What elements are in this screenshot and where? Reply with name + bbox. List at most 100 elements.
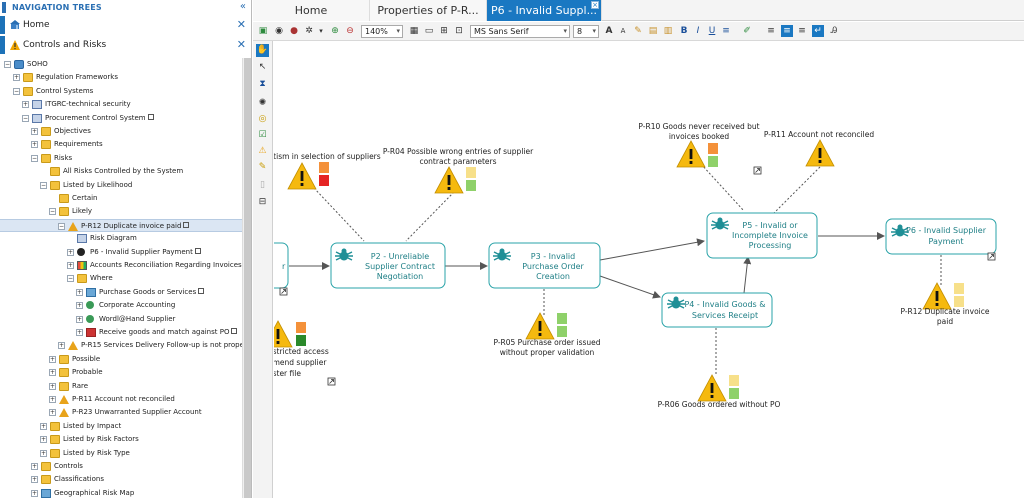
bug-icon[interactable]: ✺ [258, 98, 267, 108]
link-icon[interactable] [753, 166, 762, 175]
refresh-dropdown-icon[interactable]: ▾ [319, 27, 323, 35]
check-icon[interactable]: ☑ [258, 130, 267, 140]
hourglass-icon[interactable]: ⧗ [259, 79, 266, 89]
tree-item[interactable]: +Regulation Frameworks [0, 71, 242, 84]
link-icon[interactable] [194, 247, 201, 254]
collapse-icon[interactable]: − [31, 154, 38, 162]
link-icon[interactable] [147, 113, 154, 120]
risk-r12[interactable]: P-R12 Duplicate invoice paid [900, 282, 990, 326]
risk-r06[interactable]: P-R06 Goods ordered without PO [658, 374, 781, 409]
tree-item[interactable]: +ITGRC-technical security [0, 98, 242, 111]
tree-item[interactable]: +Controls [0, 460, 242, 473]
fill-color-icon[interactable]: ▤ [648, 26, 658, 36]
expand-icon[interactable]: + [67, 262, 74, 269]
align-left-icon[interactable]: ≡ [767, 26, 775, 36]
expand-icon[interactable]: + [22, 101, 29, 109]
risk-r05[interactable]: P-R05 Purchase order issued without prop… [493, 312, 601, 357]
fit-width-icon[interactable]: ⊞ [440, 26, 448, 36]
tree-item[interactable]: −P-R12 Duplicate invoice paid [0, 218, 242, 232]
globe-icon[interactable]: ● [290, 26, 298, 36]
risk-restricted-access[interactable]: estricted access amend supplier aster fi… [274, 320, 336, 386]
select-all-icon[interactable]: ⊡ [455, 26, 463, 36]
process-node-p3[interactable]: P3 - Invalid Purchase Order Creation [488, 242, 601, 289]
link-icon[interactable] [198, 287, 205, 294]
line-color-icon[interactable]: ▥ [663, 26, 673, 36]
tree-item[interactable]: −Listed by Likelihood [0, 179, 242, 192]
risk-r10[interactable]: P-R10 Goods never received but invoices … [638, 122, 762, 175]
close-tab-icon[interactable]: × [591, 1, 599, 9]
wrap-text-icon[interactable]: ↵ [812, 25, 824, 37]
tree-item[interactable]: −Where [0, 272, 242, 285]
tree-item[interactable]: Risk Diagram [0, 232, 242, 245]
expand-icon[interactable]: + [31, 489, 38, 497]
zoom-in-icon[interactable]: ⊕ [331, 26, 339, 36]
risk-favoritism[interactable]: ritism in selection of suppliers [274, 152, 381, 190]
collapse-panel-icon[interactable]: « [239, 1, 246, 12]
tree-item[interactable]: −Risks [0, 152, 242, 165]
tab-properties[interactable]: Properties of P-R... [370, 0, 487, 21]
link-icon[interactable] [231, 328, 238, 334]
tree-item[interactable]: +Probable [0, 366, 242, 379]
expand-icon[interactable]: + [58, 342, 65, 350]
section-controls-and-risks[interactable]: Controls and Risks ✕ [0, 36, 251, 54]
expand-icon[interactable]: + [40, 422, 47, 430]
font-shrink-button[interactable]: A [620, 27, 626, 35]
font-grow-button[interactable]: A [605, 26, 613, 36]
expand-icon[interactable]: + [67, 248, 74, 256]
font-family-select[interactable]: MS Sans Serif▾ [470, 25, 570, 38]
link-icon[interactable] [183, 221, 190, 228]
link-icon[interactable] [327, 377, 336, 386]
italic-button[interactable]: I [696, 26, 700, 36]
tree-item[interactable]: +Listed by Impact [0, 420, 242, 433]
tree-item[interactable]: +P-R11 Account not reconciled [0, 393, 242, 406]
zoom-select[interactable]: 140%▾ [361, 25, 403, 38]
process-node-p2[interactable]: P2 - Unreliable Supplier Contract Negoti… [330, 242, 446, 289]
panel-icon[interactable]: ⊟ [258, 197, 267, 207]
collapse-icon[interactable]: − [49, 208, 56, 216]
tree-item[interactable]: All Risks Controlled by the System [0, 165, 242, 178]
expand-icon[interactable]: + [49, 409, 56, 417]
tab-home[interactable]: Home [253, 0, 370, 21]
text-format-icon[interactable]: Ꭿ [830, 26, 838, 36]
font-size-select[interactable]: 8▾ [573, 25, 599, 38]
tree-item[interactable]: +Rare [0, 380, 242, 393]
process-node-p6[interactable]: P6 - Invalid Supplier Payment [885, 218, 997, 261]
expand-icon[interactable]: + [40, 449, 47, 457]
tree-item[interactable]: +Objectives [0, 125, 242, 138]
expand-icon[interactable]: + [31, 463, 38, 470]
tree-item[interactable]: +Possible [0, 353, 242, 366]
process-node-p1-partial[interactable]: r [274, 242, 289, 289]
document-icon[interactable]: ▯ [260, 180, 265, 190]
underline-button[interactable]: U [708, 26, 716, 36]
close-home-icon[interactable]: ✕ [236, 18, 246, 31]
tree-item[interactable]: +P6 - Invalid Supplier Payment [0, 246, 242, 259]
expand-icon[interactable]: + [13, 74, 20, 82]
section-home[interactable]: Home ✕ [0, 16, 251, 34]
tree-item[interactable]: −Control Systems [0, 85, 242, 98]
pointer-icon[interactable]: ↖ [258, 62, 267, 72]
save-icon[interactable]: ▣ [258, 26, 268, 36]
tree-item[interactable]: +Requirements [0, 138, 242, 151]
tree-item[interactable]: +Listed by Risk Type [0, 447, 242, 460]
tree-item[interactable]: +Corporate Accounting [0, 299, 242, 312]
link-icon[interactable] [279, 287, 288, 296]
tree-item[interactable]: +Listed by Risk Factors [0, 433, 242, 446]
expand-icon[interactable]: + [49, 369, 56, 377]
refresh-icon[interactable]: ✲ [305, 26, 313, 36]
tree-item[interactable]: +Classifications [0, 473, 242, 486]
warning-tool-icon[interactable]: ⚠ [258, 146, 267, 156]
process-node-p5[interactable]: P5 - Invalid or Incomplete Invoice Proce… [706, 212, 818, 259]
tab-diagram[interactable]: P6 - Invalid Suppl... × [487, 0, 602, 21]
tree-scrollbar[interactable] [242, 58, 251, 498]
collapse-icon[interactable]: − [22, 114, 29, 122]
expand-icon[interactable]: + [76, 288, 83, 296]
expand-icon[interactable]: + [49, 382, 56, 390]
expand-icon[interactable]: + [76, 315, 83, 323]
strikethrough-icon[interactable]: ≡ [722, 26, 730, 36]
collapse-icon[interactable]: − [40, 181, 47, 189]
expand-icon[interactable]: + [76, 302, 83, 310]
note-icon[interactable]: ✎ [258, 162, 267, 172]
process-node-p4[interactable]: P4 - Invalid Goods & Services Receipt [661, 292, 773, 328]
expand-icon[interactable]: + [31, 476, 38, 484]
tree-item[interactable]: +Geographical Risk Map [0, 487, 242, 498]
